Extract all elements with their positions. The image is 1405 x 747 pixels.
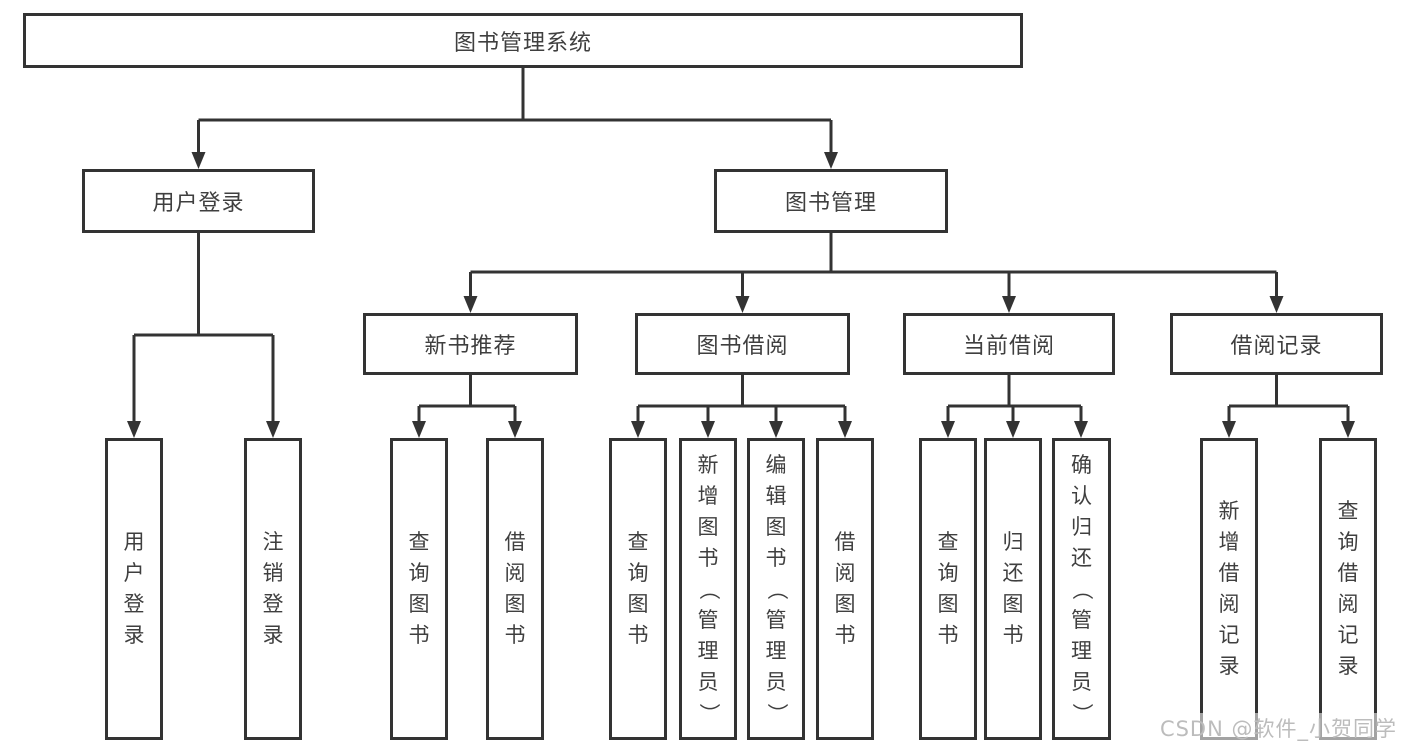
leaf-confirm-return-admin: 确认归还（管理员） <box>1052 438 1111 740</box>
leaf-add-borrow-record: 新增借阅记录 <box>1200 438 1258 740</box>
leaf-query-borrow-record-label: 查询借阅记录 <box>1337 499 1359 678</box>
leaf-borrowing-query-books-label: 查询图书 <box>627 530 649 647</box>
leaf-borrowing-query-books: 查询图书 <box>609 438 667 740</box>
leaf-current-query-books-label: 查询图书 <box>937 530 959 647</box>
leaf-logout-label: 注销登录 <box>262 530 284 647</box>
leaf-query-borrow-record: 查询借阅记录 <box>1319 438 1377 740</box>
node-user-login: 用户登录 <box>82 169 315 233</box>
leaf-confirm-return-admin-label: 确认归还（管理员） <box>1070 452 1094 724</box>
leaf-edit-books-admin: 编辑图书（管理员） <box>747 438 805 740</box>
leaf-recommend-borrow-books-label: 借阅图书 <box>504 530 526 647</box>
leaf-add-books-admin: 新增图书（管理员） <box>679 438 737 740</box>
leaf-add-borrow-record-label: 新增借阅记录 <box>1218 499 1240 678</box>
csdn-watermark: CSDN @软件_小贺同学 <box>1156 713 1400 743</box>
leaf-borrow-books-label: 借阅图书 <box>834 530 856 647</box>
leaf-recommend-query-books: 查询图书 <box>390 438 448 740</box>
leaf-borrow-books: 借阅图书 <box>816 438 874 740</box>
leaf-return-books-label: 归还图书 <box>1002 530 1024 647</box>
node-book-management: 图书管理 <box>714 169 948 233</box>
node-user-login-label: 用户登录 <box>152 191 245 216</box>
leaf-current-query-books: 查询图书 <box>919 438 977 740</box>
arrowheads <box>127 152 1355 438</box>
node-borrow-records: 借阅记录 <box>1170 313 1383 375</box>
leaf-recommend-query-books-label: 查询图书 <box>408 530 430 647</box>
node-new-book-recommend-label: 新书推荐 <box>424 334 517 359</box>
node-current-borrowing: 当前借阅 <box>903 313 1115 375</box>
leaf-user-login: 用户登录 <box>105 438 163 740</box>
leaf-user-login-label: 用户登录 <box>123 530 145 647</box>
leaf-recommend-borrow-books: 借阅图书 <box>486 438 544 740</box>
node-borrow-records-label: 借阅记录 <box>1230 334 1323 359</box>
node-root-label: 图书管理系统 <box>453 30 592 56</box>
leaf-add-books-admin-label: 新增图书（管理员） <box>696 452 721 724</box>
node-book-borrowing: 图书借阅 <box>635 313 850 375</box>
leaf-logout: 注销登录 <box>244 438 302 740</box>
node-current-borrowing-label: 当前借阅 <box>962 334 1055 359</box>
node-root: 图书管理系统 <box>23 13 1023 68</box>
node-book-borrowing-label: 图书借阅 <box>696 334 789 359</box>
node-book-management-label: 图书管理 <box>784 191 877 216</box>
leaf-return-books: 归还图书 <box>984 438 1042 740</box>
leaf-edit-books-admin-label: 编辑图书（管理员） <box>764 452 789 724</box>
node-new-book-recommend: 新书推荐 <box>363 313 578 375</box>
